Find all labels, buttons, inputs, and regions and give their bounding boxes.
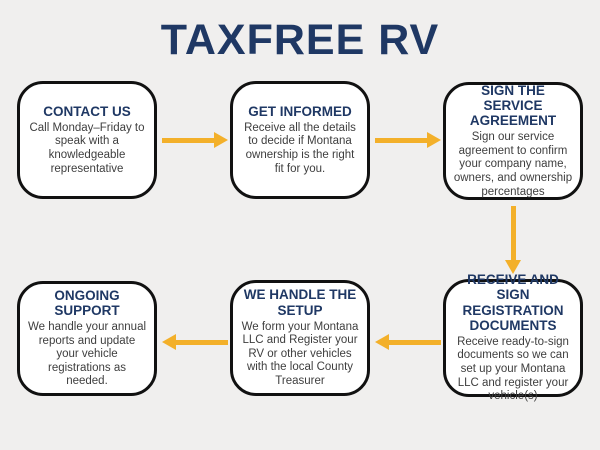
arrow-left-icon [375, 334, 441, 350]
step-heading: GET INFORMED [248, 103, 352, 119]
arrow-head [505, 260, 521, 274]
arrow-head [427, 132, 441, 148]
step-box-ongoing-support: ONGOING SUPPORT We handle your annual re… [17, 281, 157, 396]
step-body: We handle your annual reports and update… [27, 321, 147, 388]
arrow-head [375, 334, 389, 350]
step-heading: ONGOING SUPPORT [54, 287, 120, 319]
step-box-contact-us: CONTACT US Call Monday–Friday to speak w… [17, 81, 157, 199]
step-body: Sign our service agreement to confirm yo… [453, 131, 573, 198]
step-body: Receive all the details to decide if Mon… [244, 121, 356, 175]
step-box-receive-sign-registration-documents: RECEIVE AND SIGN REGISTRATION DOCUMENTS … [443, 272, 583, 402]
arrow-left-icon [162, 334, 228, 350]
arrow-shaft [375, 138, 429, 143]
step-box-get-informed: GET INFORMED Receive all the details to … [230, 81, 370, 199]
arrow-shaft [162, 138, 216, 143]
step-body: Receive ready-to-sign documents so we ca… [457, 335, 569, 403]
arrow-head [214, 132, 228, 148]
arrow-down-icon [505, 206, 521, 274]
arrow-head [162, 334, 176, 350]
step-box-we-handle-the-setup: WE HANDLE THE SETUP We form your Montana… [230, 280, 370, 396]
page-title: TAXFREE RV [160, 16, 440, 64]
arrow-right-icon [375, 132, 441, 148]
step-box-sign-service-agreement: SIGN THE SERVICE AGREEMENT Sign our serv… [443, 82, 583, 200]
step-heading: WE HANDLE THE SETUP [243, 287, 357, 318]
step-heading: RECEIVE AND SIGN REGISTRATION DOCUMENTS [462, 272, 564, 333]
arrow-shaft [511, 206, 516, 262]
arrow-right-icon [162, 132, 228, 148]
step-heading: SIGN THE SERVICE AGREEMENT [469, 82, 557, 129]
step-body: We form your Montana LLC and Register yo… [241, 320, 359, 387]
step-heading: CONTACT US [43, 103, 131, 119]
arrow-shaft [174, 340, 228, 345]
step-body: Call Monday–Friday to speak with a knowl… [29, 121, 145, 175]
arrow-shaft [387, 340, 441, 345]
